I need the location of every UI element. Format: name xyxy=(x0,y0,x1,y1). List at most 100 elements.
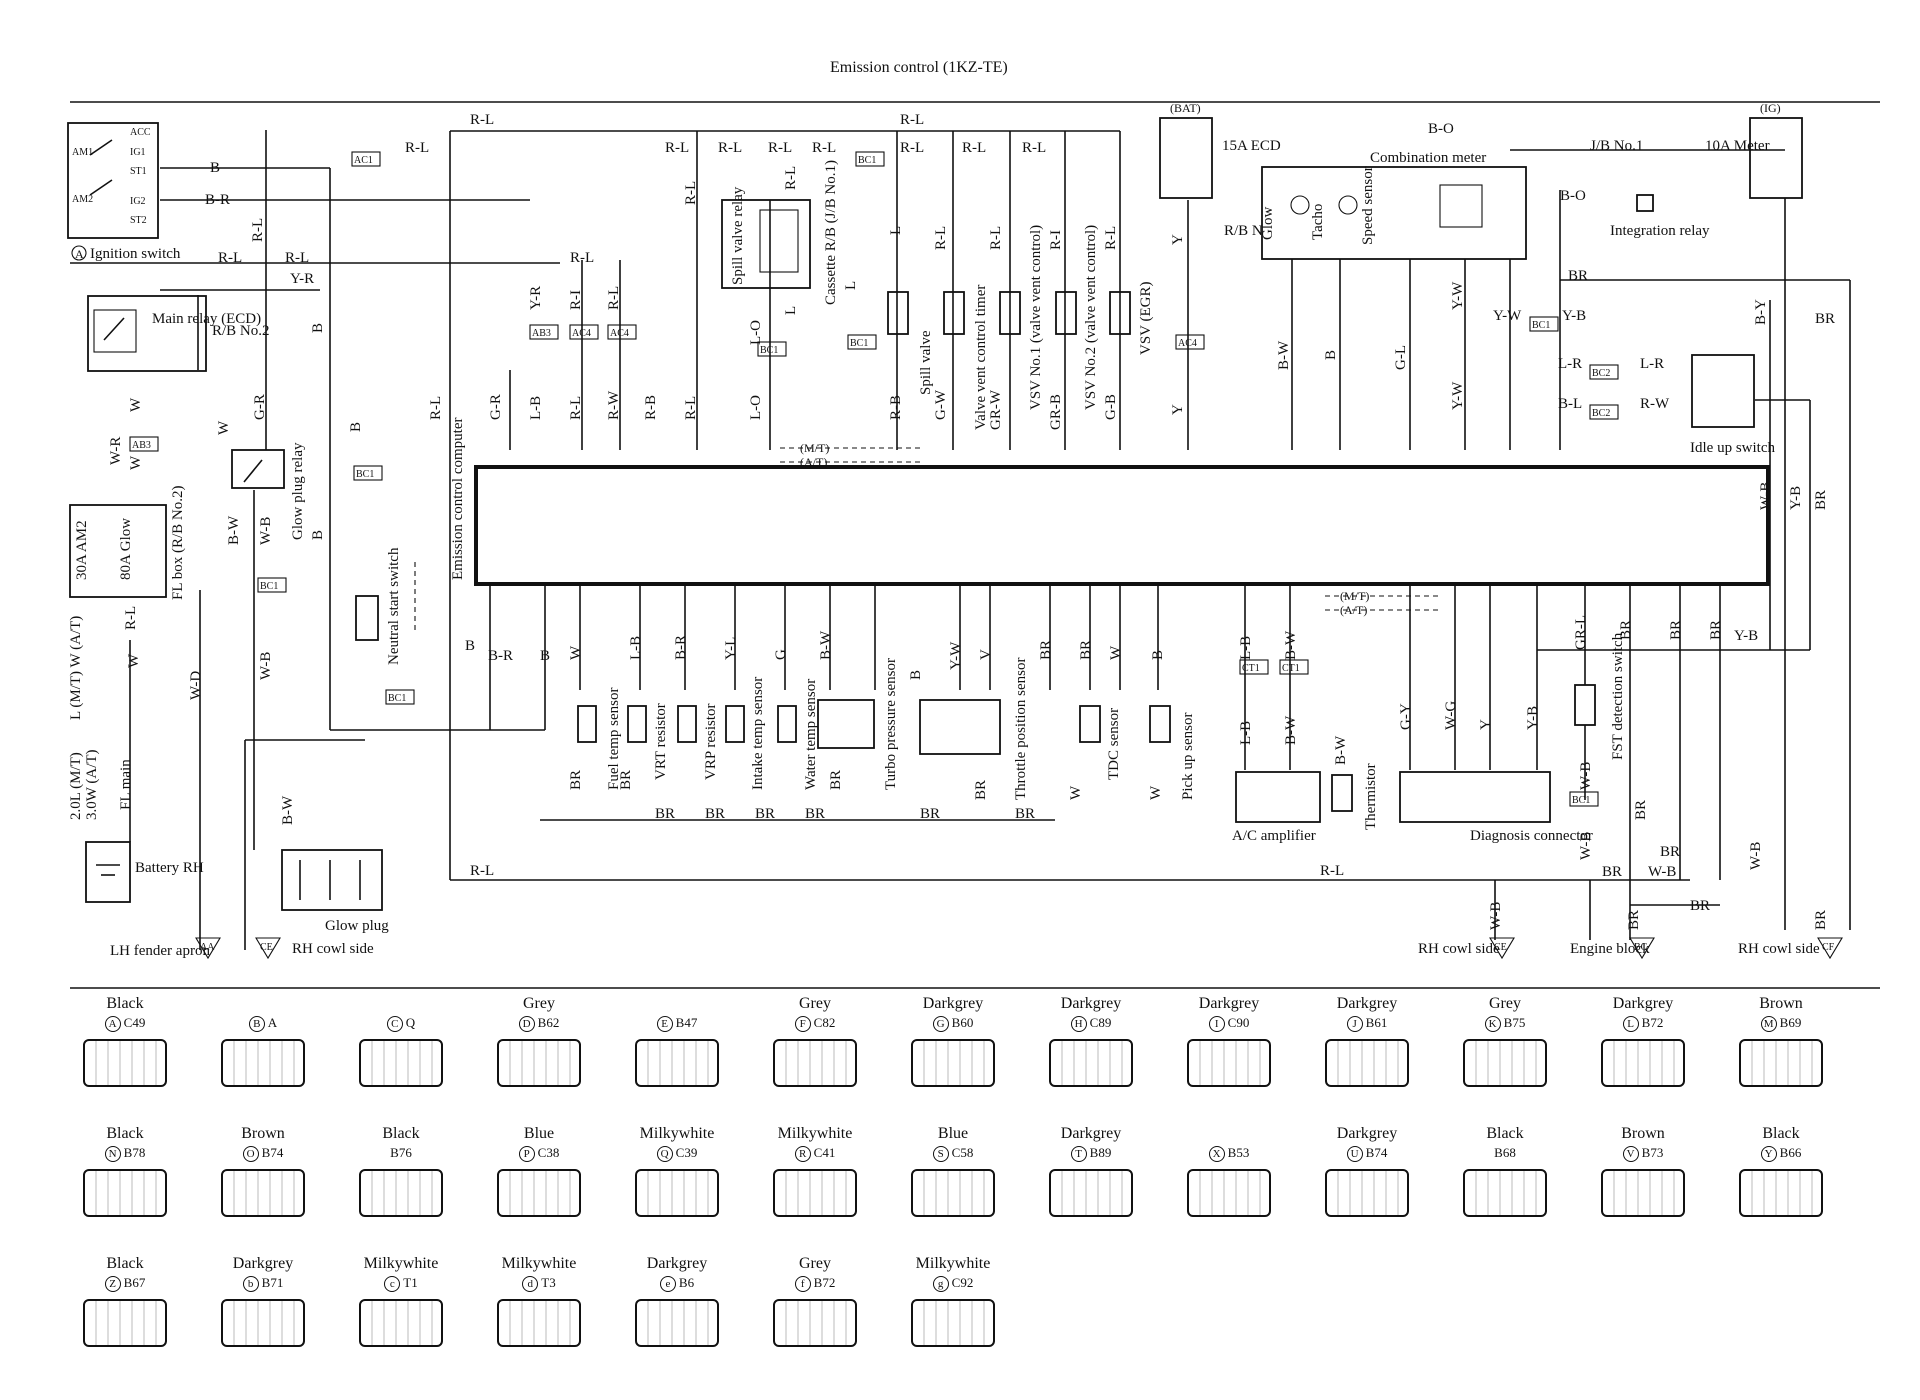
connector-shape-icon xyxy=(1187,1039,1271,1087)
svg-text:BC: BC xyxy=(1634,942,1648,953)
svg-text:LH fender apron: LH fender apron xyxy=(110,943,210,959)
svg-text:B: B xyxy=(908,670,924,680)
svg-text:W-R: W-R xyxy=(108,437,124,465)
svg-text:AC4: AC4 xyxy=(610,328,629,339)
glow-plug: Glow plug xyxy=(281,849,389,934)
emission-control-computer: Emission control computer xyxy=(450,418,1770,586)
legend-code-text: C92 xyxy=(951,1275,974,1290)
connector-shape-icon xyxy=(497,1039,581,1087)
svg-text:AB3: AB3 xyxy=(132,440,151,451)
svg-text:ACC: ACC xyxy=(130,127,151,138)
legend-letter: S xyxy=(932,1146,949,1162)
svg-text:Tacho: Tacho xyxy=(1310,204,1326,240)
svg-text:L-R: L-R xyxy=(1640,356,1664,372)
svg-text:(BAT): (BAT) xyxy=(1170,101,1201,115)
svg-text:W: W xyxy=(568,645,584,660)
svg-text:Emission control computer: Emission control computer xyxy=(450,418,466,580)
legend-color xyxy=(198,995,328,1015)
tdc-sensor: TDC sensor xyxy=(1079,705,1122,780)
meter-fuse: (IG) 10A Meter xyxy=(1705,101,1803,199)
svg-text:B: B xyxy=(1150,650,1166,660)
svg-text:BR: BR xyxy=(705,806,725,822)
ground-rh-cowl-2: RH cowl side CE xyxy=(1418,937,1515,960)
svg-text:Y-B: Y-B xyxy=(1562,308,1586,324)
svg-text:G-R: G-R xyxy=(488,394,504,420)
svg-text:TDC sensor: TDC sensor xyxy=(1106,708,1122,780)
svg-text:B-Y: B-Y xyxy=(1753,299,1769,325)
legend-code-text: B60 xyxy=(951,1015,974,1030)
svg-text:R-W: R-W xyxy=(606,390,622,420)
svg-text:ST2: ST2 xyxy=(130,215,147,226)
legend-code-text: C58 xyxy=(951,1145,974,1160)
svg-text:BC1: BC1 xyxy=(760,345,778,356)
svg-text:BR: BR xyxy=(618,770,634,790)
svg-text:J/B No.1: J/B No.1 xyxy=(1590,138,1643,154)
legend-color: Black xyxy=(1486,1125,1524,1142)
svg-text:W-G: W-G xyxy=(1443,701,1459,730)
legend-letter: c xyxy=(384,1276,401,1292)
water-temp-sensor: Water temp sensor xyxy=(777,679,819,790)
connector-shape-icon xyxy=(1463,1169,1547,1217)
legend-code-text: B76 xyxy=(390,1145,412,1160)
svg-text:B: B xyxy=(310,323,326,333)
legend-letter: g xyxy=(932,1276,949,1292)
svg-text:B: B xyxy=(348,422,364,432)
fst-detection-switch: FST detection switch xyxy=(1574,632,1626,760)
legend-color: Brown xyxy=(1621,1125,1665,1142)
svg-text:2.0L (M/T): 2.0L (M/T) xyxy=(68,752,84,820)
svg-text:G: G xyxy=(773,649,789,660)
svg-text:VSV (EGR): VSV (EGR) xyxy=(1138,282,1154,355)
svg-text:AB3: AB3 xyxy=(532,328,551,339)
legend-letter: V xyxy=(1622,1146,1639,1162)
svg-text:B: B xyxy=(210,160,220,176)
svg-text:B-W: B-W xyxy=(1276,340,1292,370)
svg-text:Y: Y xyxy=(1170,234,1186,245)
svg-text:R-B: R-B xyxy=(643,395,659,420)
connector-shape-icon xyxy=(911,1039,995,1087)
svg-text:ST1: ST1 xyxy=(130,166,147,177)
legend-code-text: B66 xyxy=(1779,1145,1802,1160)
svg-text:RH cowl side: RH cowl side xyxy=(1738,941,1820,957)
svg-text:BR: BR xyxy=(1633,800,1649,820)
svg-text:Y-W: Y-W xyxy=(1493,308,1522,324)
svg-text:W-B: W-B xyxy=(258,517,274,545)
svg-text:R-L: R-L xyxy=(683,181,699,205)
at-label-2: (A/T) xyxy=(1340,603,1367,617)
legend-letter: P xyxy=(518,1146,535,1162)
svg-text:BR: BR xyxy=(1038,640,1054,660)
svg-text:G-W: G-W xyxy=(933,389,949,420)
svg-text:R-L: R-L xyxy=(405,140,429,156)
svg-text:Y-W: Y-W xyxy=(948,641,964,670)
svg-text:Diagnosis connector: Diagnosis connector xyxy=(1470,828,1593,844)
idle-up-switch: Idle up switch xyxy=(1690,354,1775,456)
legend-letter: F xyxy=(794,1016,811,1032)
svg-text:R-L: R-L xyxy=(683,396,699,420)
svg-text:W: W xyxy=(126,653,142,668)
vrp-resistor: VRP resistor xyxy=(677,703,719,780)
connector-shape-icon xyxy=(773,1039,857,1087)
connector-shape-icon xyxy=(83,1169,167,1217)
svg-text:B-W: B-W xyxy=(226,515,242,545)
legend-letter: f xyxy=(794,1276,811,1292)
svg-text:IG1: IG1 xyxy=(130,147,146,158)
diagnosis-connector: Diagnosis connector xyxy=(1399,771,1593,844)
svg-text:BC1: BC1 xyxy=(1572,795,1590,806)
legend-letter: E xyxy=(656,1016,673,1032)
svg-text:Y: Y xyxy=(1478,719,1494,730)
svg-text:Engine block: Engine block xyxy=(1570,941,1650,957)
